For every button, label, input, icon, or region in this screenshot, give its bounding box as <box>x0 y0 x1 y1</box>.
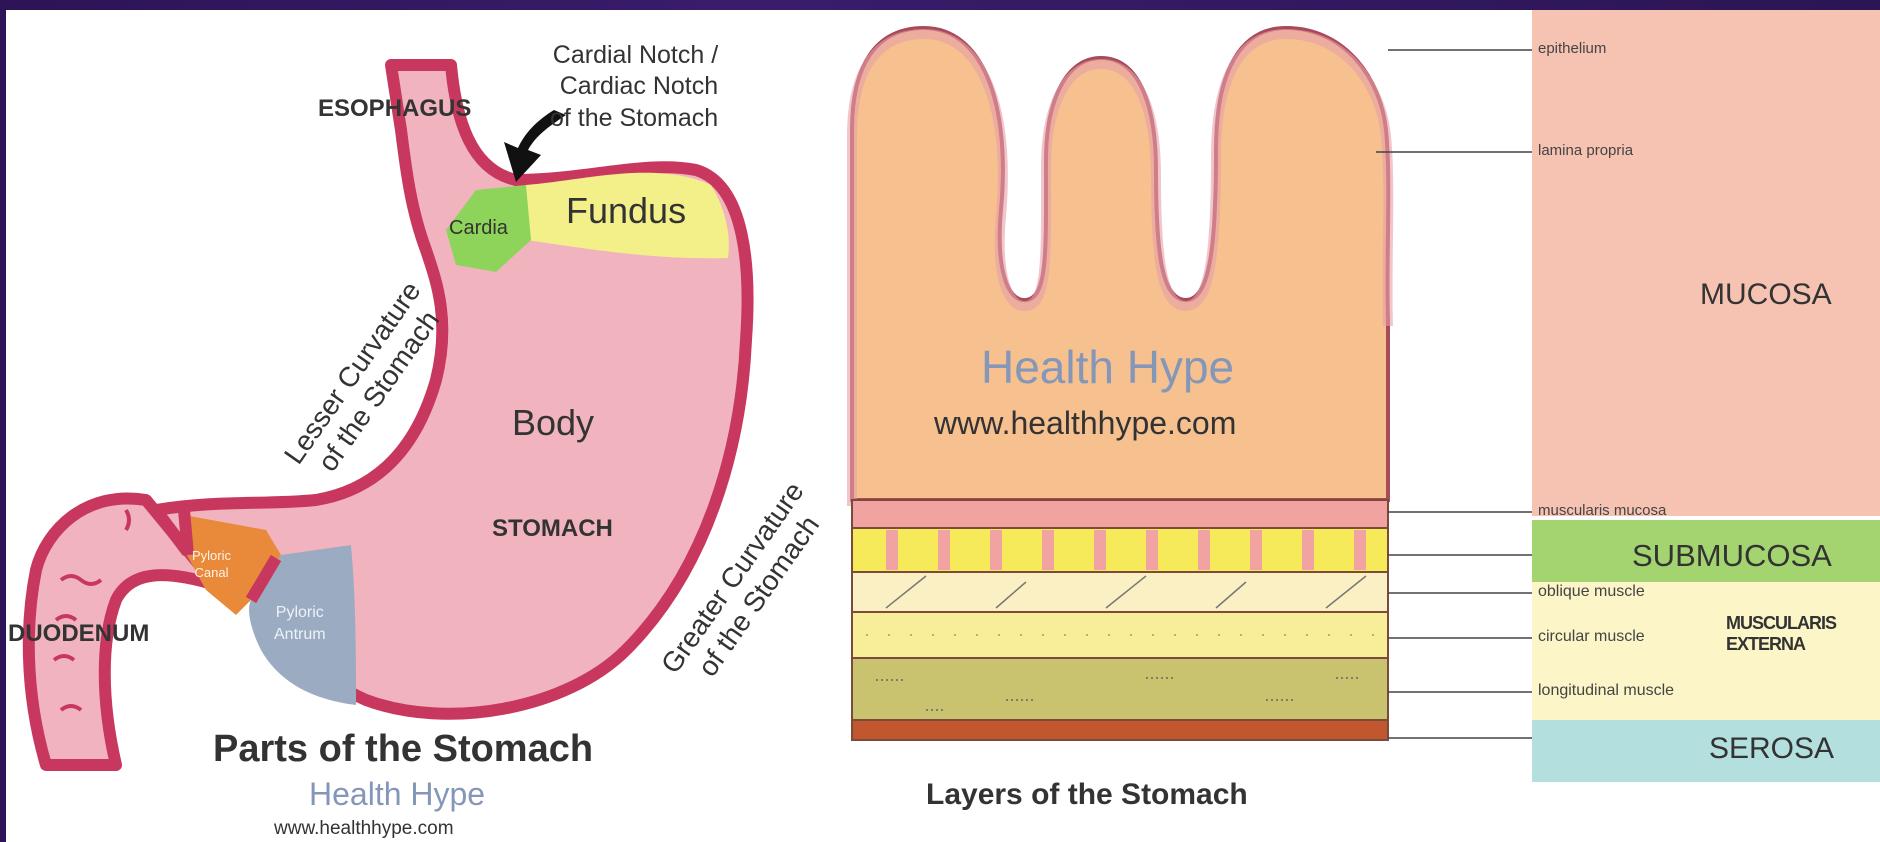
diagram-canvas: ESOPHAGUS Cardial Notch / Cardiac Notch … <box>6 10 1880 842</box>
mucosa-group-band <box>1532 10 1880 516</box>
muscularis-externa-line-1: MUSCULARIS <box>1726 613 1836 634</box>
serosa-group-label: SEROSA <box>1709 732 1834 766</box>
layers-title: Layers of the Stomach <box>926 778 1248 812</box>
muscularis-mucosa-label: muscularis mucosa <box>1538 502 1666 519</box>
lamina-propria-label: lamina propria <box>1538 142 1633 159</box>
oblique-muscle-label: oblique muscle <box>1538 583 1645 601</box>
longitudinal-muscle-label: longitudinal muscle <box>1538 682 1674 700</box>
leader-lines <box>1376 50 1536 738</box>
epithelium-label: epithelium <box>1538 40 1606 57</box>
layers-url: www.healthhype.com <box>934 405 1236 442</box>
serosa-band <box>852 720 1388 740</box>
circular-muscle-label: circular muscle <box>1538 628 1645 646</box>
muscularis-externa-label: MUSCULARIS EXTERNA <box>1726 613 1836 654</box>
oblique-muscle-band <box>852 572 1388 612</box>
muscularis-mucosa-band <box>852 500 1388 528</box>
mucosa-group-label: MUCOSA <box>1700 278 1832 312</box>
layers-brand: Health Hype <box>981 340 1234 394</box>
submucosa-group-label: SUBMUCOSA <box>1632 538 1832 574</box>
muscularis-externa-line-2: EXTERNA <box>1726 634 1836 655</box>
